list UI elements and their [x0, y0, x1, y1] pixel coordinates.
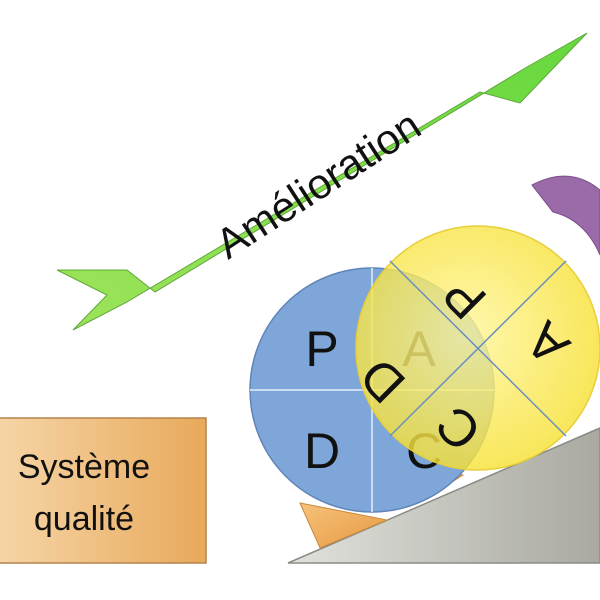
blue-wheel-d: D	[304, 423, 340, 479]
rotation-arc	[531, 175, 600, 256]
blue-wheel-p: P	[305, 321, 338, 377]
yellow-wheel-divider-2	[389, 260, 567, 437]
blue-wheel-wedge	[299, 502, 389, 549]
arrow-shape	[56, 32, 588, 331]
yellow-pdca-wheel: P D A C	[349, 225, 600, 471]
quality-system-box: Système qualité	[0, 417, 207, 564]
quality-system-line1: Système	[18, 448, 150, 486]
arrow-label: Amélioration	[207, 101, 428, 268]
quality-system-rect	[0, 417, 207, 564]
quality-system-line2: qualité	[34, 500, 134, 538]
